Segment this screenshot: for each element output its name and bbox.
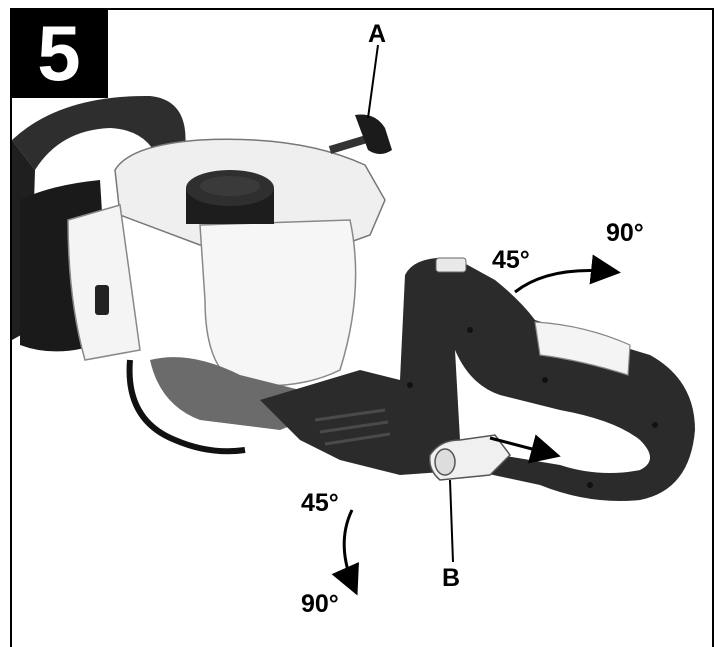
angle-label-lower-45: 45° [301,489,339,517]
rotation-arrow-lower [331,509,359,596]
front-housing-cover [534,321,631,376]
callout-line-a [367,44,379,119]
callout-line-b [449,479,454,563]
lock-knob-a [328,114,392,154]
trigger-push-arrow [489,434,561,464]
fuel-cap [186,170,274,224]
callout-b-label: B [442,564,461,592]
angle-label-upper-90: 90° [606,219,644,247]
ignition-cable [126,359,246,455]
rotation-arrow-upper [514,254,621,294]
angle-label-lower-90: 90° [301,590,339,618]
figure-frame [10,8,714,647]
callout-a-label: A [368,20,387,48]
angle-label-upper-45: 45° [492,246,530,274]
figure-number-badge: 5 [10,8,108,98]
